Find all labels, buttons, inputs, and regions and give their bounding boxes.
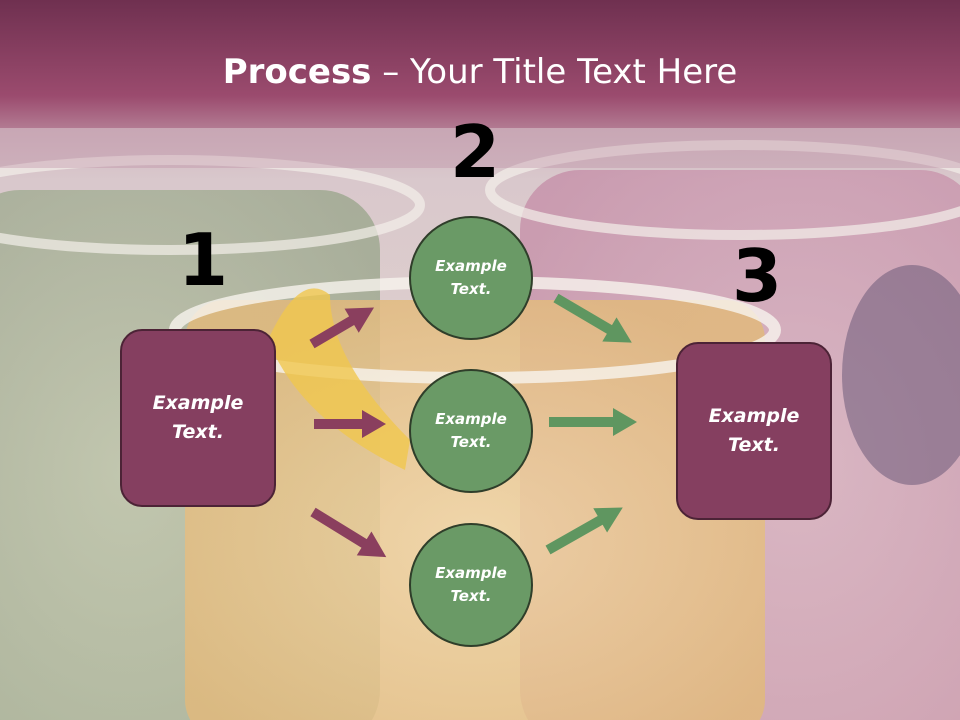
- arrow-center-to-3: [549, 408, 637, 436]
- middle-node-top[interactable]: Example Text.: [409, 216, 533, 340]
- step-number-1: 1: [178, 218, 229, 302]
- arrow-bottom-to-3: [545, 507, 623, 555]
- arrow-1-to-top: [309, 307, 375, 349]
- arrow-top-to-3: [553, 293, 632, 343]
- slide-title-rest: – Your Title Text Here: [371, 52, 738, 92]
- arrow-1-to-center: [314, 410, 386, 438]
- middle-node-center[interactable]: Example Text.: [409, 369, 533, 493]
- arrow-1-to-bottom: [310, 507, 387, 558]
- step-3-box[interactable]: Example Text.: [676, 342, 832, 520]
- middle-node-bottom[interactable]: Example Text.: [409, 523, 533, 647]
- step-1-box[interactable]: Example Text.: [120, 329, 276, 507]
- step-number-3: 3: [732, 234, 783, 318]
- slide-title: Process – Your Title Text Here: [0, 52, 960, 92]
- step-number-2: 2: [450, 110, 501, 194]
- slide-title-bold: Process: [222, 52, 372, 92]
